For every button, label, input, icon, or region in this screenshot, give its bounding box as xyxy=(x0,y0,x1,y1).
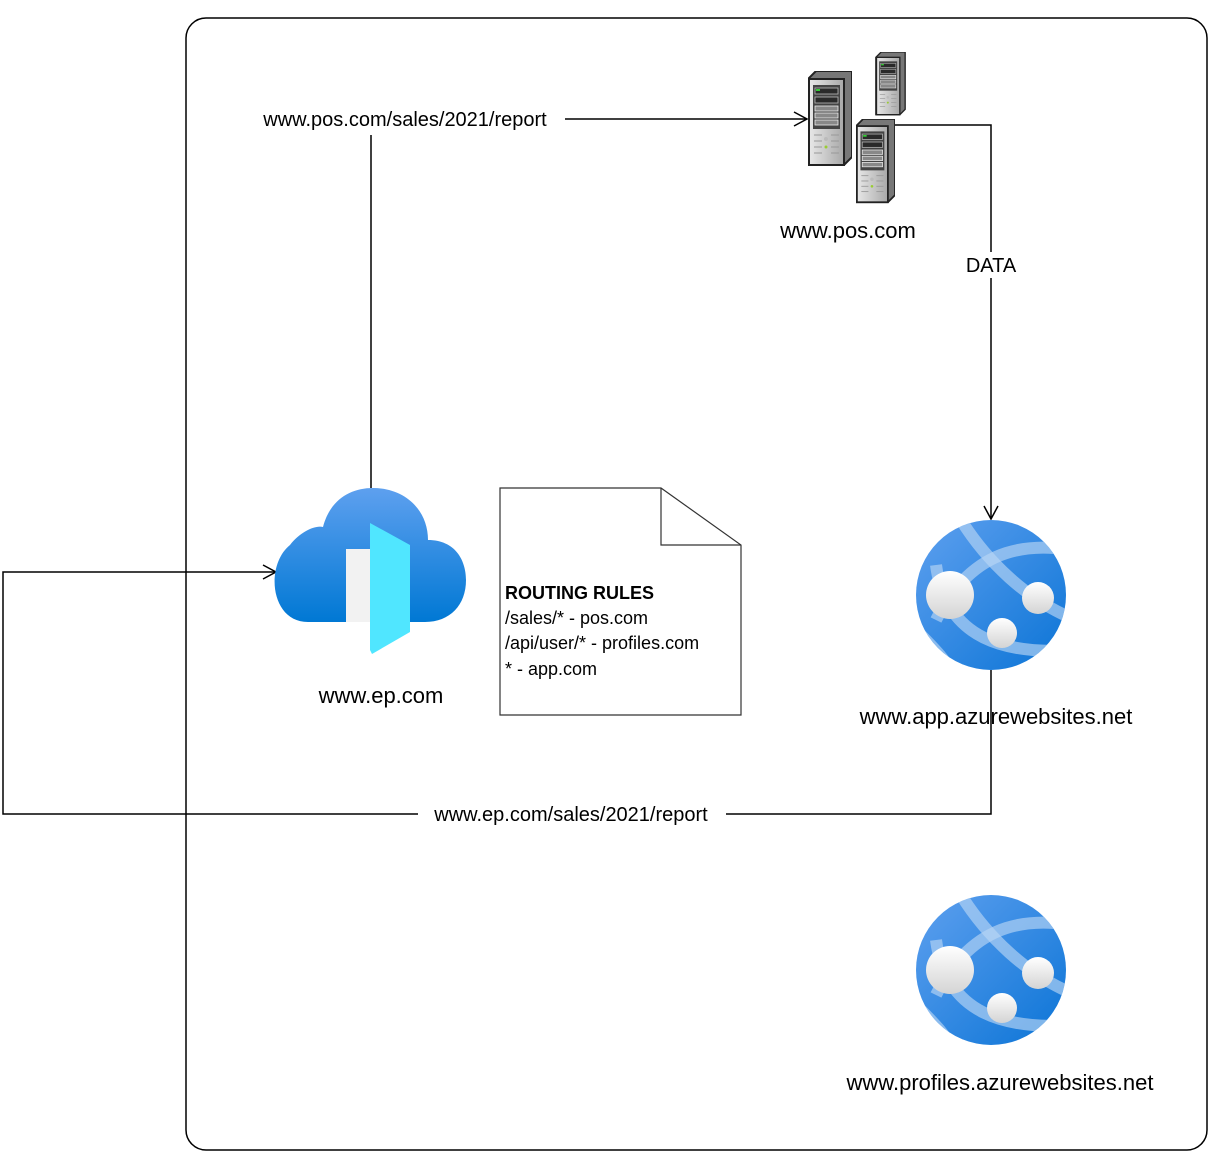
note-line: /api/user/* - profiles.com xyxy=(505,633,699,653)
node-label: www.ep.com xyxy=(318,683,444,708)
boundary-container xyxy=(185,17,1208,1151)
note-title: ROUTING RULES xyxy=(505,583,654,603)
profiles-service-node[interactable]: www.profiles.azurewebsites.net xyxy=(846,895,1154,1095)
node-label: www.app.azurewebsites.net xyxy=(859,704,1133,729)
azure-front-door-icon xyxy=(274,488,466,654)
edge-label: www.pos.com/sales/2021/report xyxy=(262,109,547,131)
edge-request-to-pos: www.pos.com/sales/2021/report xyxy=(262,109,809,488)
edge-data: DATA xyxy=(893,124,1022,521)
arrowhead-icon xyxy=(983,505,999,521)
app-service-node[interactable]: www.app.azurewebsites.net xyxy=(859,520,1133,729)
server-cluster-icon xyxy=(808,52,906,204)
arrowhead-icon xyxy=(793,111,809,127)
node-label: www.pos.com xyxy=(779,218,916,243)
azure-app-service-icon xyxy=(916,520,1076,680)
edge-label: DATA xyxy=(966,255,1017,277)
routing-rules-note: ROUTING RULES /sales/* - pos.com /api/us… xyxy=(499,487,742,716)
azure-app-service-icon xyxy=(916,895,1076,1055)
front-door-node[interactable]: www.ep.com xyxy=(274,488,466,708)
note-line: * - app.com xyxy=(505,659,597,679)
node-label: www.profiles.azurewebsites.net xyxy=(846,1070,1154,1095)
edge-label: www.ep.com/sales/2021/report xyxy=(433,804,708,826)
edge-redirect-to-ep: www.ep.com/sales/2021/report xyxy=(2,564,992,828)
pos-server-node[interactable]: www.pos.com xyxy=(779,52,916,243)
note-line: /sales/* - pos.com xyxy=(505,608,648,628)
